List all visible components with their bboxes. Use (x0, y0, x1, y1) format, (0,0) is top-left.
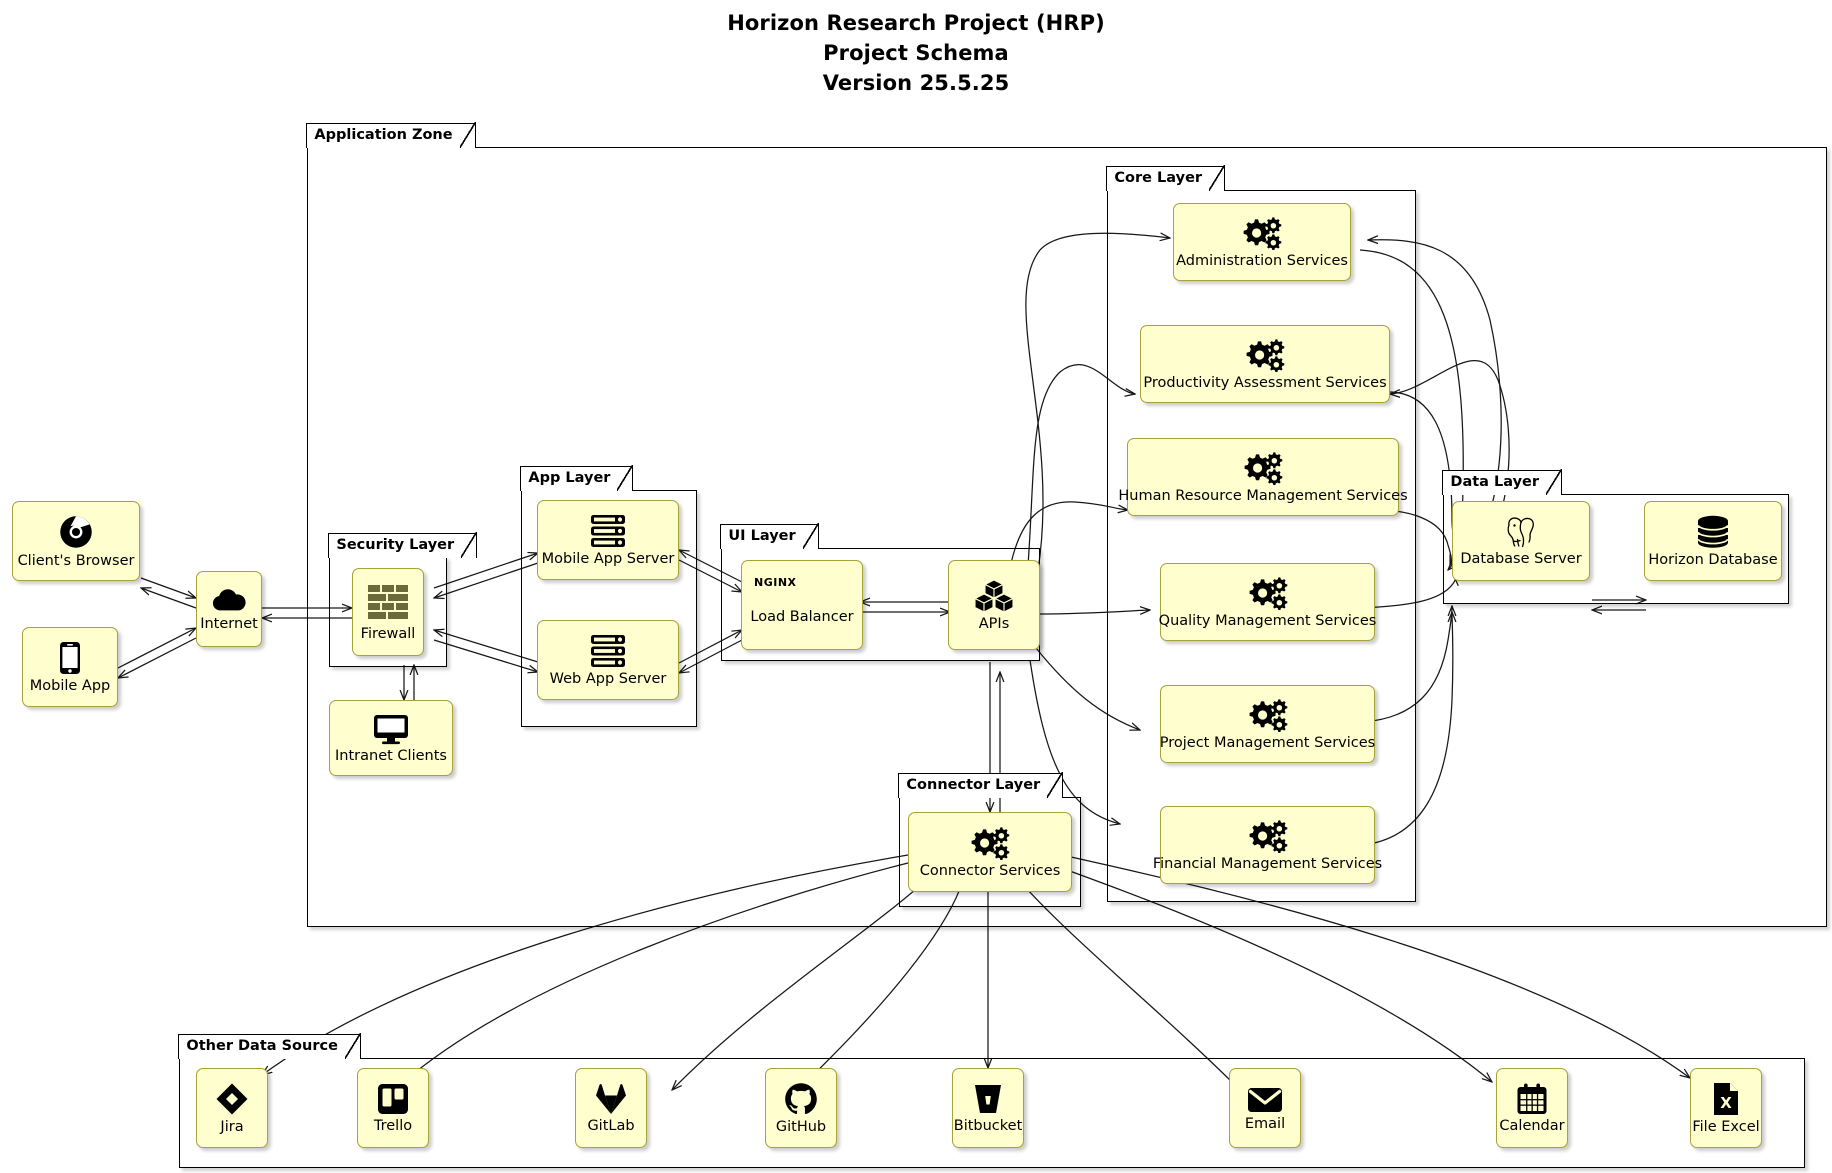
node-web-app-server[interactable]: Web App Server (537, 620, 679, 700)
package-other-data-source-label: Other Data Source (178, 1033, 361, 1060)
node-clients-browser-label: Client's Browser (17, 552, 135, 569)
node-trello-label: Trello (373, 1117, 413, 1134)
node-load-balancer[interactable]: NGINX Load Balancer (741, 560, 863, 650)
node-productivity-assessment-services[interactable]: Productivity Assessment Services (1140, 325, 1390, 403)
node-bitbucket[interactable]: Bitbucket (952, 1068, 1024, 1148)
page-title: Horizon Research Project (HRP) Project S… (0, 8, 1832, 98)
gears-icon (1244, 338, 1286, 372)
node-file-excel-label: File Excel (1692, 1118, 1760, 1135)
node-bitbucket-label: Bitbucket (953, 1117, 1023, 1134)
svg-text:X: X (1720, 1094, 1732, 1112)
node-email[interactable]: Email (1229, 1068, 1301, 1148)
node-email-label: Email (1244, 1115, 1286, 1132)
package-core-layer-label: Core Layer (1106, 165, 1226, 192)
node-connector-services[interactable]: Connector Services (908, 812, 1072, 892)
node-horizon-database-label: Horizon Database (1648, 551, 1778, 568)
node-mobile-app-server-label: Mobile App Server (541, 550, 675, 567)
node-administration-services-label: Administration Services (1176, 252, 1348, 269)
package-security-layer: Security Layer (328, 532, 478, 667)
node-github[interactable]: GitHub (765, 1068, 837, 1148)
desktop-monitor-icon (372, 713, 410, 745)
package-ui-layer-label: UI Layer (720, 523, 819, 550)
title-line-2: Project Schema (823, 41, 1009, 65)
node-intranet-clients-label: Intranet Clients (335, 747, 447, 764)
bitbucket-icon (972, 1083, 1004, 1115)
server-rack-icon (589, 514, 627, 548)
node-connector-services-label: Connector Services (919, 862, 1061, 879)
package-data-layer: Data Layer (1442, 469, 1789, 604)
node-financial-management-services-label: Financial Management Services (1152, 855, 1383, 872)
package-application-zone: Application Zone (306, 122, 1827, 927)
postgresql-elephant-icon (1501, 516, 1541, 548)
node-project-management-services[interactable]: Project Management Services (1160, 685, 1375, 763)
node-jira-label: Jira (220, 1118, 244, 1135)
server-rack-icon (589, 634, 627, 668)
gears-icon (1242, 451, 1284, 485)
node-firewall-label: Firewall (360, 625, 416, 642)
package-other-data-source: Other Data Source (178, 1033, 1805, 1168)
cubes-icon (973, 578, 1015, 613)
node-database-server[interactable]: Database Server (1452, 501, 1590, 581)
node-internet[interactable]: Internet (196, 571, 262, 647)
node-apis-label: APIs (978, 615, 1010, 632)
title-line-3: Version 25.5.25 (822, 71, 1010, 95)
node-project-management-services-label: Project Management Services (1159, 734, 1376, 751)
node-mobile-app[interactable]: Mobile App (22, 627, 118, 707)
node-financial-management-services[interactable]: Financial Management Services (1153, 806, 1382, 884)
node-mobile-app-server[interactable]: Mobile App Server (537, 500, 679, 580)
title-line-1: Horizon Research Project (HRP) (727, 11, 1105, 35)
node-web-app-server-label: Web App Server (549, 670, 667, 687)
brick-wall-icon (366, 583, 410, 623)
gitlab-tanuki-icon (594, 1083, 628, 1115)
node-human-resource-management-services[interactable]: Human Resource Management Services (1118, 438, 1408, 516)
gears-icon (1247, 698, 1289, 732)
node-gitlab[interactable]: GitLab (575, 1068, 647, 1148)
node-quality-management-services[interactable]: Quality Management Services (1158, 563, 1377, 641)
cloud-icon (211, 587, 247, 613)
smartphone-icon (59, 641, 81, 675)
node-clients-browser[interactable]: Client's Browser (12, 501, 140, 581)
node-intranet-clients[interactable]: Intranet Clients (329, 700, 453, 776)
gears-icon (1247, 576, 1289, 610)
node-load-balancer-label: Load Balancer (750, 609, 854, 625)
node-gitlab-label: GitLab (587, 1117, 635, 1134)
node-quality-management-services-label: Quality Management Services (1158, 612, 1377, 629)
package-ui-layer: UI Layer (720, 523, 1040, 661)
node-jira[interactable]: Jira (196, 1068, 268, 1148)
jira-diamond-icon (215, 1082, 249, 1116)
node-apis[interactable]: APIs (948, 560, 1040, 650)
node-human-resource-management-services-label: Human Resource Management Services (1118, 487, 1408, 504)
node-github-label: GitHub (775, 1118, 827, 1135)
package-app-layer-label: App Layer (520, 465, 634, 492)
package-connector-layer: Connector Layer (898, 772, 1081, 907)
node-calendar[interactable]: Calendar (1496, 1068, 1568, 1148)
package-app-layer: App Layer (520, 465, 697, 727)
node-productivity-assessment-services-label: Productivity Assessment Services (1143, 374, 1387, 391)
package-core-layer: Core Layer (1106, 165, 1416, 902)
envelope-icon (1247, 1085, 1283, 1113)
node-trello[interactable]: Trello (357, 1068, 429, 1148)
node-database-server-label: Database Server (1460, 550, 1582, 567)
calendar-icon (1516, 1083, 1548, 1115)
github-octocat-icon (784, 1082, 818, 1116)
package-application-zone-label: Application Zone (306, 122, 476, 149)
gears-icon (969, 826, 1011, 860)
nginx-icon: NGINX (754, 576, 797, 589)
node-firewall[interactable]: Firewall (352, 568, 424, 656)
node-administration-services[interactable]: Administration Services (1173, 203, 1351, 281)
node-calendar-label: Calendar (1499, 1117, 1565, 1134)
excel-file-icon: X (1712, 1082, 1740, 1116)
trello-board-icon (377, 1083, 409, 1115)
chrome-icon (58, 514, 94, 550)
gears-icon (1247, 819, 1289, 853)
node-horizon-database[interactable]: Horizon Database (1644, 501, 1782, 581)
database-cylinder-icon (1694, 515, 1732, 549)
node-internet-label: Internet (200, 615, 258, 632)
package-connector-layer-label: Connector Layer (898, 772, 1064, 799)
node-file-excel[interactable]: X File Excel (1690, 1068, 1762, 1148)
gears-icon (1241, 216, 1283, 250)
package-security-layer-label: Security Layer (328, 532, 478, 559)
node-mobile-app-label: Mobile App (29, 677, 111, 694)
package-data-layer-label: Data Layer (1442, 469, 1563, 496)
